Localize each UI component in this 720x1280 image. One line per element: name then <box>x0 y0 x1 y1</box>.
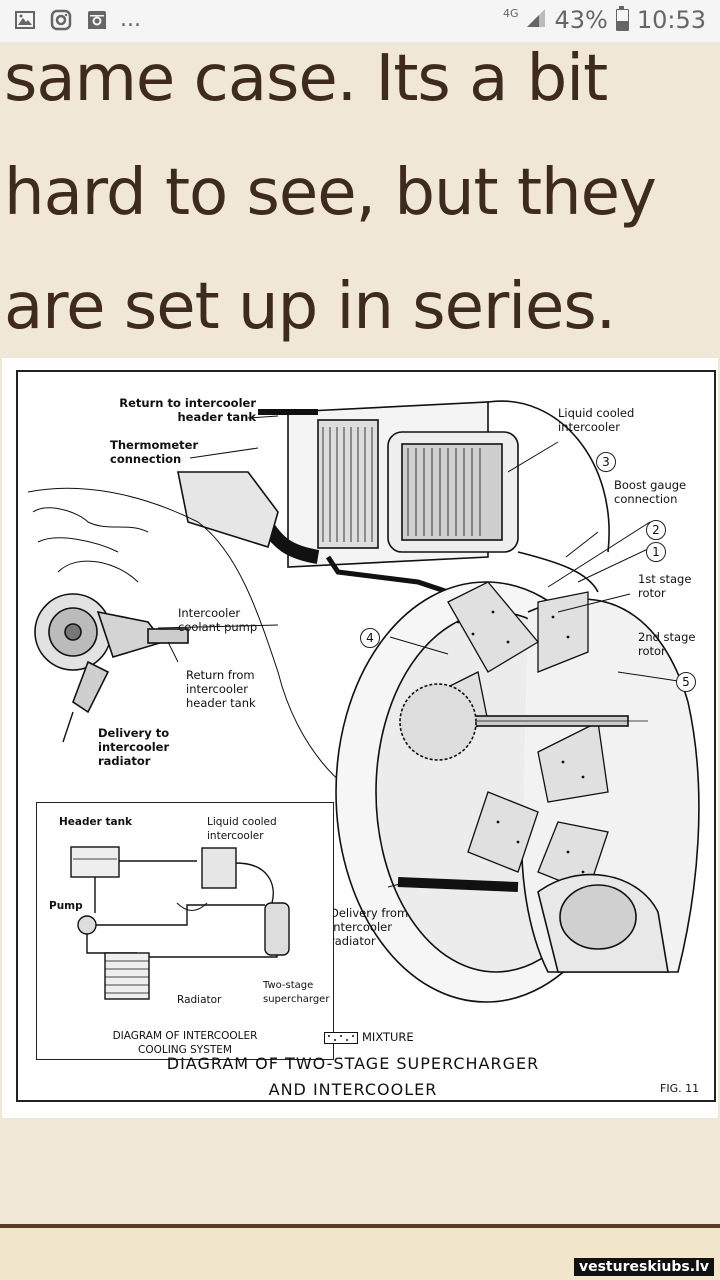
callout-4: 4 <box>360 628 380 648</box>
label-liquid-cooled-intercooler: Liquid cooled intercooler <box>558 406 635 434</box>
post-image[interactable]: Return to intercooler header tank Thermo… <box>2 358 718 1118</box>
callout-5: 5 <box>676 672 696 692</box>
inset-two-stage-supercharger: Two-stage supercharger <box>263 980 330 1005</box>
instagram-icon <box>50 9 72 31</box>
label-return-from-header-tank: Return from intercooler header tank <box>186 668 256 710</box>
inset-pump: Pump <box>49 900 83 912</box>
callout-1: 1 <box>646 542 666 562</box>
battery-icon <box>615 6 629 31</box>
figure-caption-line2: AND INTERCOOLER <box>268 1080 438 1099</box>
status-bar: ... 4G 43% 10:53 <box>0 0 720 42</box>
label-boost-gauge-connection: Boost gauge connection <box>614 478 687 506</box>
divider <box>0 1224 720 1228</box>
inset-title-line1: DIAGRAM OF INTERCOOLER <box>112 1030 258 1042</box>
inset-liquid-cooled-intercooler: Liquid cooled intercooler <box>207 816 277 842</box>
inset-title-line2: COOLING SYSTEM <box>138 1044 232 1056</box>
inset-header-tank: Header tank <box>59 816 133 828</box>
signal-icon <box>526 6 546 34</box>
network-type: 4G <box>502 7 519 20</box>
post-text: same case. Its a bit hard to see, but th… <box>4 42 657 344</box>
instagram-icon <box>86 9 108 31</box>
cooling-system-schematic <box>70 846 290 1000</box>
callout-2: 2 <box>646 520 666 540</box>
diagram-frame: Return to intercooler header tank Thermo… <box>16 370 716 1102</box>
label-first-stage-rotor: 1st stage rotor <box>638 572 692 600</box>
notification-icons: ... <box>14 9 141 31</box>
battery-percent: 43% <box>554 6 608 34</box>
watermark: vestureskiubs.lv <box>573 1258 714 1276</box>
battery-level <box>616 21 628 30</box>
inset-radiator: Radiator <box>177 994 222 1006</box>
callout-3: 3 <box>596 452 616 472</box>
more-notifications: ... <box>120 7 141 32</box>
label-second-stage-rotor: 2nd stage rotor <box>638 630 696 658</box>
label-mixture: MIXTURE <box>362 1030 414 1044</box>
mixture-swatch <box>324 1032 358 1044</box>
cooling-system-inset: Header tank Liquid cooled intercooler Pu… <box>36 802 334 1060</box>
gallery-icon <box>14 9 36 31</box>
figure-caption-line1: DIAGRAM OF TWO-STAGE SUPERCHARGER <box>166 1054 540 1073</box>
figure-number: FIG. 11 <box>660 1082 700 1095</box>
label-return-to-header-tank: Return to intercooler header tank <box>119 396 256 424</box>
label-thermometer-connection: Thermometer connection <box>110 438 199 466</box>
clock: 10:53 <box>636 6 706 34</box>
label-delivery-from-radiator: Delivery from intercooler radiator <box>330 906 409 948</box>
system-status: 4G 43% 10:53 <box>503 6 706 34</box>
label-intercooler-coolant-pump: Intercooler coolant pump <box>178 606 258 634</box>
supercharger-drawing <box>27 400 700 1003</box>
label-delivery-to-radiator: Delivery to intercooler radiator <box>98 726 170 768</box>
